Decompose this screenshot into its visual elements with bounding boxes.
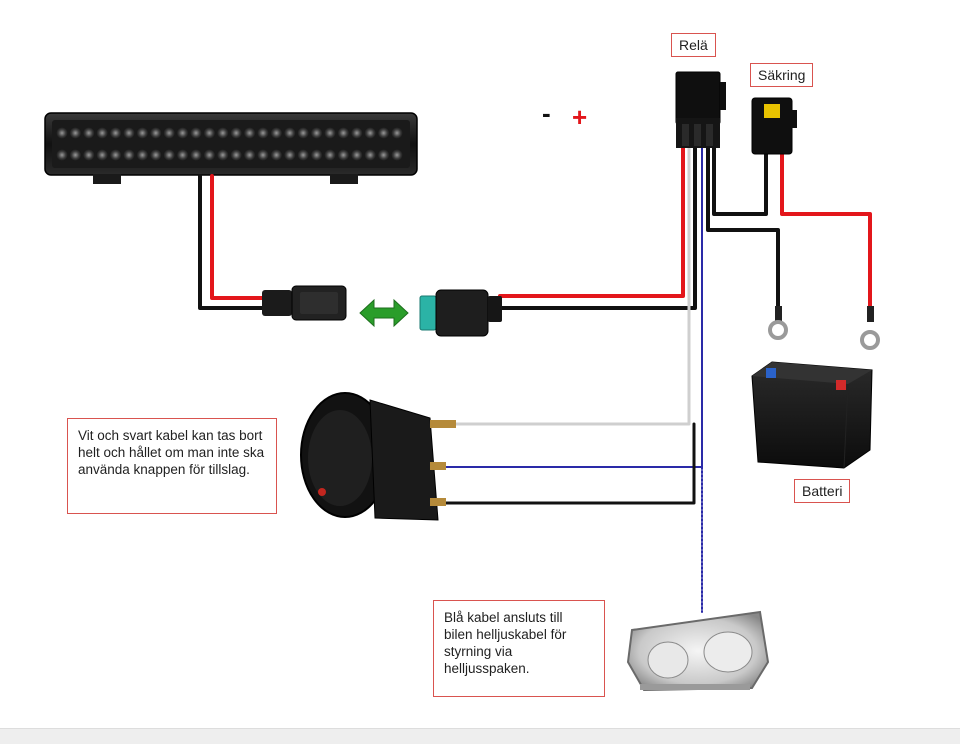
led-lens [109, 149, 122, 161]
lightbar-red-wire [210, 174, 264, 300]
battery-label-text: Batteri [802, 483, 843, 499]
led-lens [190, 127, 202, 139]
led-lens [283, 149, 296, 161]
led-lens [230, 149, 243, 161]
led-lens [176, 149, 189, 161]
switch-white-wire [453, 146, 691, 426]
connector-male [262, 285, 347, 321]
led-lens [324, 149, 336, 161]
fuse-label: Säkring [750, 63, 814, 87]
led-lens [82, 127, 95, 139]
led-lens [391, 127, 403, 139]
led-lens [69, 149, 82, 161]
led-lens [123, 127, 135, 139]
led-lens [391, 149, 403, 161]
led-lens [324, 127, 336, 139]
led-lens [337, 149, 350, 161]
led-lens [377, 127, 390, 139]
led-lens [163, 149, 176, 161]
led-lens [310, 149, 323, 161]
relay-label-text: Relä [679, 37, 708, 53]
relay [675, 71, 726, 148]
led-lens [243, 149, 256, 161]
led-array [56, 127, 403, 161]
led-lens [230, 127, 243, 139]
led-lens [149, 127, 162, 139]
led-lens [297, 149, 310, 161]
led-lens [270, 149, 283, 161]
harness-black-wire [498, 146, 697, 310]
fuse-holder [751, 97, 797, 155]
led-lens [257, 149, 269, 161]
headlight-note-text: Blå kabel ansluts till bilen helljuskabe… [444, 610, 567, 676]
led-lens [96, 127, 109, 139]
led-light-bar [44, 112, 418, 184]
led-lens [163, 127, 176, 139]
led-lens [270, 127, 283, 139]
led-lens [337, 127, 350, 139]
battery-label: Batteri [794, 479, 851, 503]
led-lens [257, 127, 269, 139]
led-lens [190, 149, 202, 161]
rocker-switch [300, 392, 456, 521]
harness-red-wire [498, 146, 685, 298]
connector-swap-arrow [359, 298, 409, 328]
led-lens [364, 149, 377, 161]
polarity-plus: + [572, 102, 588, 132]
led-lens [56, 127, 68, 139]
fuse-red-wire [780, 152, 872, 308]
led-lens [123, 149, 135, 161]
ring-terminal-plus [860, 306, 880, 350]
headlight-note: Blå kabel ansluts till bilen helljuskabe… [433, 600, 605, 697]
ring-terminal-minus [768, 306, 788, 340]
led-lens [364, 127, 377, 139]
led-lens [350, 127, 363, 139]
headlight [626, 610, 770, 692]
led-lens [69, 127, 82, 139]
led-lens [176, 127, 189, 139]
switch-black-wire [443, 422, 696, 505]
led-lens [243, 127, 256, 139]
lightbar-black-wire [198, 174, 264, 310]
relay-fuse-wire [712, 146, 768, 216]
led-lens [216, 127, 229, 139]
led-lens [82, 149, 95, 161]
relay-label: Relä [671, 33, 716, 57]
led-lens [216, 149, 229, 161]
led-lens [377, 149, 390, 161]
led-lens [109, 127, 122, 139]
switch-note-text: Vit och svart kabel kan tas bort helt oc… [78, 428, 265, 477]
connector-female [419, 289, 502, 337]
led-lens [297, 127, 310, 139]
footer-bar [0, 728, 960, 744]
led-lens [203, 127, 216, 139]
led-lens [203, 149, 216, 161]
led-lens [310, 127, 323, 139]
led-lens [136, 149, 149, 161]
led-lens [56, 149, 68, 161]
led-lens [96, 149, 109, 161]
led-lens [136, 127, 149, 139]
wires [198, 146, 872, 613]
switch-note: Vit och svart kabel kan tas bort helt oc… [67, 418, 277, 514]
led-lens [350, 149, 363, 161]
polarity-minus: - [542, 98, 551, 128]
relay-ground-wire [706, 146, 780, 308]
battery [751, 361, 873, 469]
led-lens [149, 149, 162, 161]
fuse-label-text: Säkring [758, 67, 806, 83]
led-lens [283, 127, 296, 139]
